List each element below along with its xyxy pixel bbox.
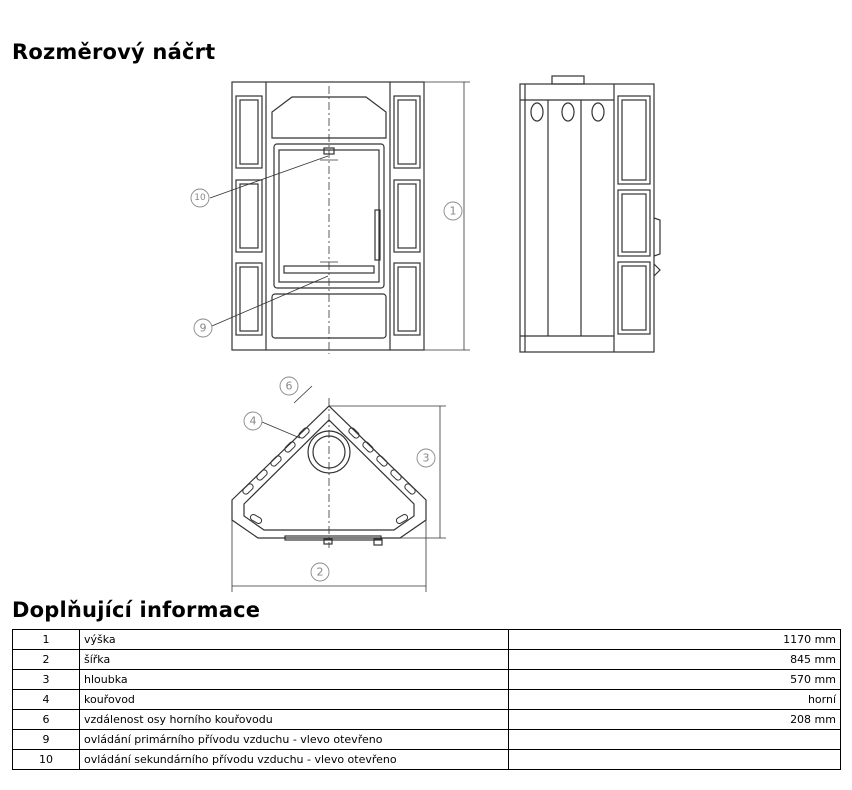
section-title-info: Doplňující informace: [12, 598, 261, 622]
row-description: výška: [79, 629, 509, 650]
row-value: [508, 729, 841, 750]
row-description: vzdálenost osy horního kouřovodu: [79, 709, 509, 730]
top-outline: [231, 405, 427, 539]
side-view: [519, 75, 661, 353]
row-description: kouřovod: [79, 689, 509, 710]
table-row: 2 šířka 845 mm: [12, 649, 841, 670]
callout-3-label: 3: [423, 452, 430, 465]
row-value: horní: [508, 689, 841, 710]
row-number: 10: [12, 749, 80, 770]
row-description: ovládání sekundárního přívodu vzduchu - …: [79, 749, 509, 770]
row-description: ovládání primárního přívodu vzduchu - vl…: [79, 729, 509, 750]
row-number: 3: [12, 669, 80, 690]
row-description: šířka: [79, 649, 509, 670]
callout-9: [193, 318, 213, 338]
row-description: hloubka: [79, 669, 509, 690]
table-row: 4 kouřovod horní: [12, 689, 841, 710]
row-value: [508, 749, 841, 770]
section-title-sketch: Rozměrový náčrt: [12, 40, 216, 64]
callout-10-label: 10: [194, 193, 206, 203]
row-number: 4: [12, 689, 80, 710]
dimension-sketch: 1 2 3 4 6 9 10: [190, 75, 661, 592]
callout-4: [243, 411, 263, 431]
row-number: 6: [12, 709, 80, 730]
table-row: 3 hloubka 570 mm: [12, 669, 841, 690]
table-row: 10 ovládání sekundárního přívodu vzduchu…: [12, 749, 841, 770]
row-value: 1170 mm: [508, 629, 841, 650]
side-outline: [519, 83, 655, 353]
callout-6: [279, 376, 299, 396]
row-number: 2: [12, 649, 80, 670]
callout-4-label: 4: [250, 415, 257, 428]
top-view: [231, 385, 446, 592]
callout-3: [416, 448, 436, 468]
table-row: 1 výška 1170 mm: [12, 629, 841, 650]
info-table: 1 výška 1170 mm 2 šířka 845 mm 3 hloubka…: [12, 629, 841, 770]
row-number: 9: [12, 729, 80, 750]
callout-2: [310, 562, 330, 582]
callout-1: [443, 201, 463, 221]
callout-10: [190, 188, 210, 208]
row-value: 570 mm: [508, 669, 841, 690]
row-value: 845 mm: [508, 649, 841, 670]
row-number: 1: [12, 629, 80, 650]
callout-2-label: 2: [317, 566, 324, 579]
table-row: 9 ovládání primárního přívodu vzduchu - …: [12, 729, 841, 750]
callout-6-label: 6: [286, 380, 293, 393]
front-outline: [231, 81, 425, 351]
front-view: [209, 81, 470, 354]
callout-9-label: 9: [200, 322, 207, 335]
table-row: 6 vzdálenost osy horního kouřovodu 208 m…: [12, 709, 841, 730]
row-value: 208 mm: [508, 709, 841, 730]
callout-1-label: 1: [450, 205, 457, 218]
